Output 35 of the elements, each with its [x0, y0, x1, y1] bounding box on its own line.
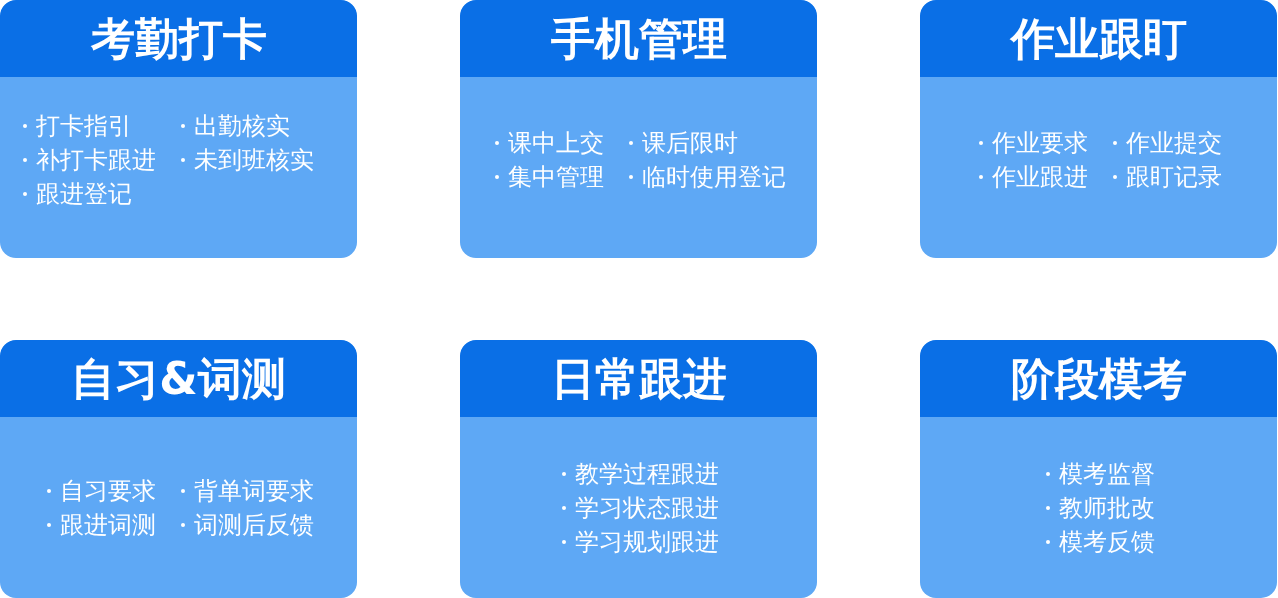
card-header: 日常跟进	[460, 340, 817, 417]
list-item: 作业跟进	[991, 161, 1088, 193]
list-item: 背单词要求	[193, 475, 314, 507]
list-item: 课中上交	[507, 127, 604, 159]
card	[460, 0, 817, 258]
list-item: 词测后反馈	[193, 509, 314, 541]
list-item: 跟盯记录	[1125, 161, 1222, 193]
card	[0, 0, 357, 258]
list-item: 模考监督	[1058, 458, 1155, 490]
card	[460, 340, 817, 598]
list-item: 跟进词测	[59, 509, 156, 541]
list-item: 学习规划跟进	[574, 526, 719, 558]
card-header: 阶段模考	[920, 340, 1277, 417]
list-item: 学习状态跟进	[574, 492, 719, 524]
list-item: 作业提交	[1125, 127, 1222, 159]
card	[920, 0, 1277, 258]
list-item: 自习要求	[59, 475, 156, 507]
list-item: 模考反馈	[1058, 526, 1155, 558]
card-header: 手机管理	[460, 0, 817, 77]
list-item: 教学过程跟进	[574, 458, 719, 490]
card-header: 考勤打卡	[0, 0, 357, 77]
list-item: 教师批改	[1058, 492, 1155, 524]
card-header: 作业跟盯	[920, 0, 1277, 77]
list-item: 临时使用登记	[641, 161, 786, 193]
list-item: 作业要求	[991, 127, 1088, 159]
card-header: 自习&词测	[0, 340, 357, 417]
card	[920, 340, 1277, 598]
list-item: 跟进登记	[36, 178, 132, 210]
card	[0, 340, 357, 598]
list-item: 集中管理	[507, 161, 604, 193]
list-item: 补打卡跟进	[36, 144, 156, 176]
list-item: 打卡指引	[36, 110, 132, 142]
list-item: 出勤核实	[194, 110, 290, 142]
list-item: 课后限时	[641, 127, 738, 159]
list-item: 未到班核实	[194, 144, 314, 176]
